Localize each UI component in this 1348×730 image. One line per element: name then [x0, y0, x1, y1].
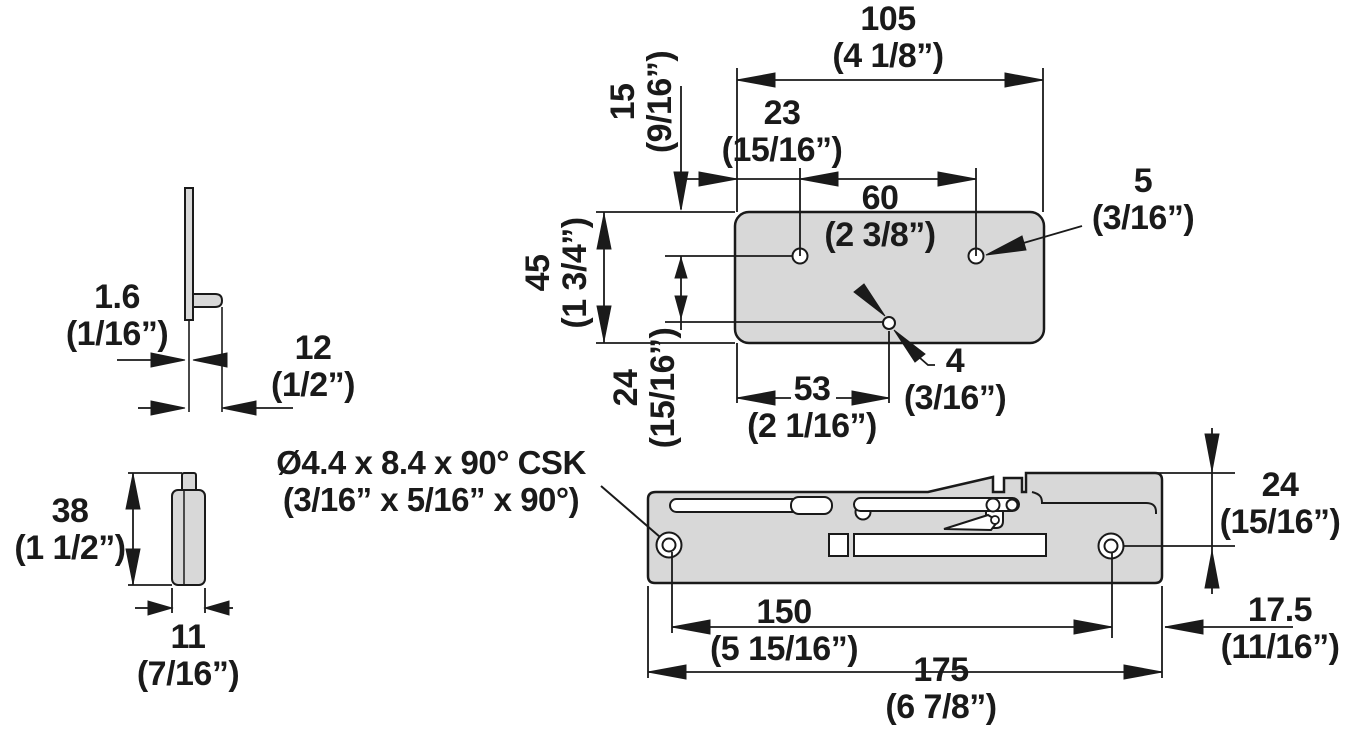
dim-mech-total-length: 175 (6 7/8”): [885, 651, 997, 726]
dim-mech-hole-to-end: 17.5 (11/16”): [1220, 591, 1340, 666]
dim-plate-pin-hole-offset-x: 53 (2 1/16”): [747, 370, 877, 445]
dim-plate-hole-spacing: 60 (2 3/8”): [824, 179, 936, 254]
dim-pin-hole-diameter: 4 (3/16”): [903, 342, 1007, 417]
profile-view: [117, 187, 293, 416]
dim-screw-hole-diameter: 5 (3/16”): [1091, 162, 1195, 237]
profile-tab: [192, 293, 224, 308]
dim-plate-width: 105 (4 1/8”): [832, 0, 944, 75]
catch-body: [171, 489, 206, 586]
dim-catch-width: 11 (7/16”): [136, 618, 240, 693]
mechanism-body: [646, 471, 1164, 585]
dim-plate-hole-inset-x: 23 (15/16”): [721, 94, 843, 169]
leader-arrow-screw-hole: [985, 235, 1027, 256]
leader-arrow-pin-hole-upper: [853, 283, 886, 317]
dim-profile-thickness: 1.6 (1/16”): [65, 278, 169, 353]
catch-view: [125, 472, 233, 616]
dim-mech-hole-spacing: 150 (5 15/16”): [709, 593, 859, 668]
plate-pin-hole: [882, 316, 896, 330]
plate-view: [596, 68, 1083, 406]
dim-plate-height: 45 (1 3/4”): [519, 217, 594, 329]
dim-catch-height: 38 (1 1/2”): [14, 492, 126, 567]
dim-profile-depth: 12 (1/2”): [271, 329, 355, 404]
dim-plate-pin-hole-offset-y: 24 (15/16”): [607, 327, 682, 449]
mechanism-view: [600, 428, 1293, 680]
dim-plate-hole-inset-y: 15 (9/16”): [604, 50, 679, 154]
dim-mech-height-to-hole: 24 (15/16”): [1219, 466, 1341, 541]
countersink-note: Ø4.4 x 8.4 x 90° CSK (3/16” x 5/16” x 90…: [276, 444, 586, 518]
